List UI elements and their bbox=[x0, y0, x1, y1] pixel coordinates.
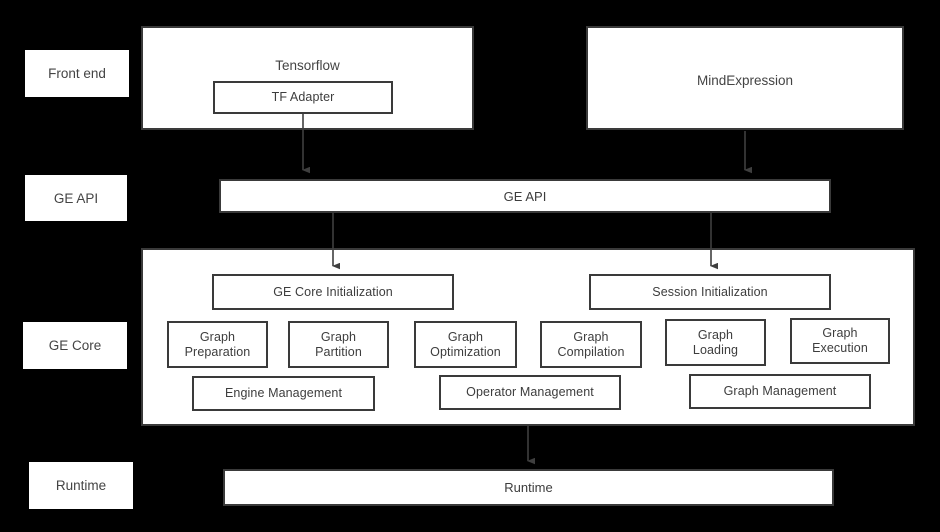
graph-optimization-label: Graph Optimization bbox=[430, 329, 501, 359]
layer-label-front-end: Front end bbox=[25, 50, 129, 97]
ge-api-bar[interactable]: GE API bbox=[219, 179, 831, 213]
layer-label-ge-core: GE Core bbox=[23, 322, 127, 369]
layer-label-ge-core-text: GE Core bbox=[48, 338, 102, 353]
tf-adapter-label: TF Adapter bbox=[271, 90, 335, 105]
graph-optimization-box[interactable]: Graph Optimization bbox=[414, 321, 517, 368]
session-initialization-label: Session Initialization bbox=[652, 284, 768, 299]
ge-core-initialization-label: GE Core Initialization bbox=[273, 284, 393, 299]
layer-label-front-end-text: Front end bbox=[48, 66, 106, 81]
tensorflow-title: Tensorflow bbox=[275, 58, 340, 73]
tf-adapter-box[interactable]: TF Adapter bbox=[213, 81, 393, 114]
graph-loading-box[interactable]: Graph Loading bbox=[665, 319, 766, 366]
mindexpression-title: MindExpression bbox=[696, 73, 794, 88]
graph-management-box[interactable]: Graph Management bbox=[689, 374, 871, 409]
graph-partition-box[interactable]: Graph Partition bbox=[288, 321, 389, 368]
graph-partition-label: Graph Partition bbox=[315, 329, 362, 359]
graph-execution-label: Graph Execution bbox=[812, 326, 868, 355]
graph-loading-label: Graph Loading bbox=[692, 327, 739, 357]
graph-execution-box[interactable]: Graph Execution bbox=[790, 318, 890, 364]
graph-compilation-label: Graph Compilation bbox=[557, 329, 625, 359]
tensorflow-panel: Tensorflow bbox=[141, 26, 474, 130]
graph-compilation-box[interactable]: Graph Compilation bbox=[540, 321, 642, 368]
engine-management-box[interactable]: Engine Management bbox=[192, 376, 375, 411]
layer-label-ge-api: GE API bbox=[25, 175, 127, 221]
ge-core-initialization-box[interactable]: GE Core Initialization bbox=[212, 274, 454, 310]
engine-management-label: Engine Management bbox=[224, 386, 343, 401]
runtime-bar-label: Runtime bbox=[504, 480, 553, 495]
session-initialization-box[interactable]: Session Initialization bbox=[589, 274, 831, 310]
layer-label-runtime-text: Runtime bbox=[55, 478, 107, 493]
layer-label-runtime: Runtime bbox=[29, 462, 133, 509]
graph-preparation-label: Graph Preparation bbox=[184, 329, 251, 359]
operator-management-box[interactable]: Operator Management bbox=[439, 375, 621, 410]
graph-preparation-box[interactable]: Graph Preparation bbox=[167, 321, 268, 368]
operator-management-label: Operator Management bbox=[466, 385, 594, 400]
ge-api-bar-label: GE API bbox=[503, 188, 547, 204]
graph-management-label: Graph Management bbox=[723, 384, 837, 399]
mindexpression-panel: MindExpression bbox=[586, 26, 904, 130]
runtime-bar[interactable]: Runtime bbox=[223, 469, 834, 506]
layer-label-ge-api-text: GE API bbox=[53, 190, 99, 206]
